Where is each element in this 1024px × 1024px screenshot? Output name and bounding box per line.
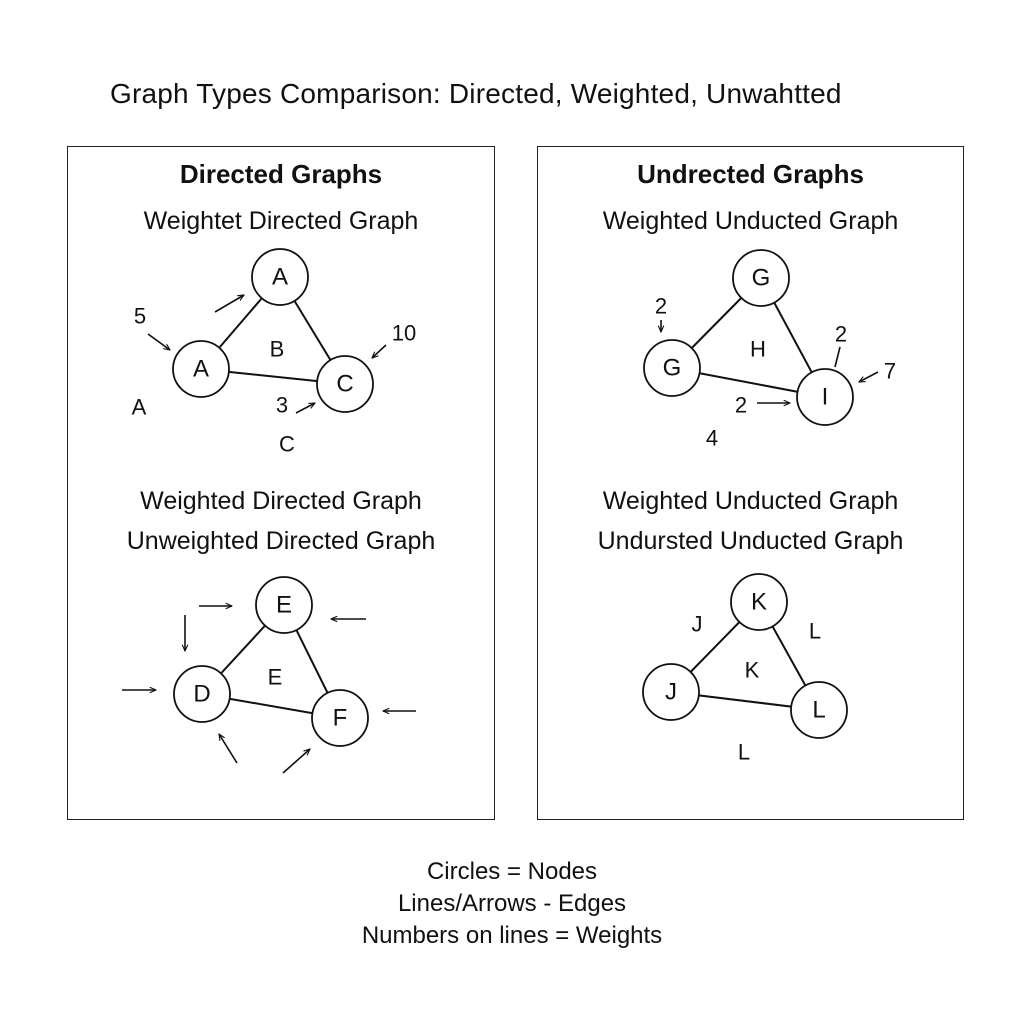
- arrow-mark: [295, 402, 315, 414]
- node-circle: [311, 689, 369, 747]
- node-circle: [255, 576, 313, 634]
- node-circle: [251, 248, 309, 306]
- node-label: L: [812, 697, 825, 724]
- diagram-title: Graph Types Comparison: Directed, Weight…: [110, 78, 842, 109]
- node-circle: [173, 665, 231, 723]
- subtitle-bottom-right-1: Weighted Unducted Graph: [602, 487, 899, 515]
- inner-label: H: [750, 337, 766, 362]
- node-circle: [790, 681, 848, 739]
- directed-graphs-panel: Directed Graphs Weightet Directed Graph …: [67, 146, 495, 820]
- weight-label: 3: [276, 393, 288, 418]
- weight-label: 5: [134, 304, 146, 329]
- weight-label: 4: [706, 426, 718, 451]
- weight-label: 2: [655, 294, 667, 319]
- node-circle: [796, 368, 854, 426]
- undirected-graphs-panel: Undrected Graphs Weighted Unducted Graph…: [537, 146, 964, 820]
- arrow-mark: [214, 295, 244, 313]
- arrow-mark: [282, 749, 310, 774]
- weight-label: 2: [835, 322, 847, 347]
- arrow-mark: [147, 333, 170, 350]
- weight-label: 2: [735, 393, 747, 418]
- legend-weights: Numbers on lines = Weights: [361, 922, 663, 949]
- node-label: C: [336, 371, 353, 398]
- node-circle: [316, 355, 374, 413]
- weight-label: 10: [392, 321, 416, 346]
- node-label: J: [665, 679, 677, 706]
- node-circle: [732, 249, 790, 307]
- loose-label: J: [692, 612, 703, 637]
- node-label: G: [663, 355, 682, 382]
- node-circle: [730, 573, 788, 631]
- subtitle-bottom-right-2: Undursted Unducted Graph: [597, 527, 904, 555]
- node-label: K: [751, 589, 767, 616]
- subtitle-bottom-left-2: Unweighted Directed Graph: [126, 527, 436, 555]
- node-circle: [642, 663, 700, 721]
- node-label: A: [193, 356, 209, 383]
- loose-label: A: [132, 395, 147, 420]
- node-label: I: [822, 384, 829, 411]
- subtitle-top-left: Weightet Directed Graph: [143, 207, 419, 235]
- node-label: E: [276, 592, 292, 619]
- arrow-mark: [372, 344, 387, 358]
- inner-label: K: [745, 658, 760, 683]
- arrow-mark: [859, 371, 879, 383]
- loose-label: C: [279, 432, 295, 457]
- subtitle-top-right: Weighted Unducted Graph: [602, 207, 899, 235]
- node-circle: [172, 340, 230, 398]
- inner-label: E: [268, 665, 283, 690]
- panel-title-undirected: Undrected Graphs: [637, 159, 864, 189]
- legend-nodes: Circles = Nodes: [426, 858, 598, 885]
- node-label: F: [333, 705, 348, 732]
- arrow-mark: [834, 346, 841, 368]
- loose-label: L: [738, 740, 750, 765]
- arrow-mark: [219, 734, 238, 764]
- loose-label: L: [809, 619, 821, 644]
- node-label: D: [193, 681, 210, 708]
- subtitle-bottom-left-1: Weighted Directed Graph: [140, 487, 422, 515]
- panel-title-directed: Directed Graphs: [179, 159, 383, 189]
- node-label: A: [272, 264, 288, 291]
- node-circle: [643, 339, 701, 397]
- legend-edges: Lines/Arrows - Edges: [397, 890, 627, 917]
- node-label: G: [752, 265, 771, 292]
- inner-label: B: [270, 337, 285, 362]
- weight-label: 7: [884, 359, 896, 384]
